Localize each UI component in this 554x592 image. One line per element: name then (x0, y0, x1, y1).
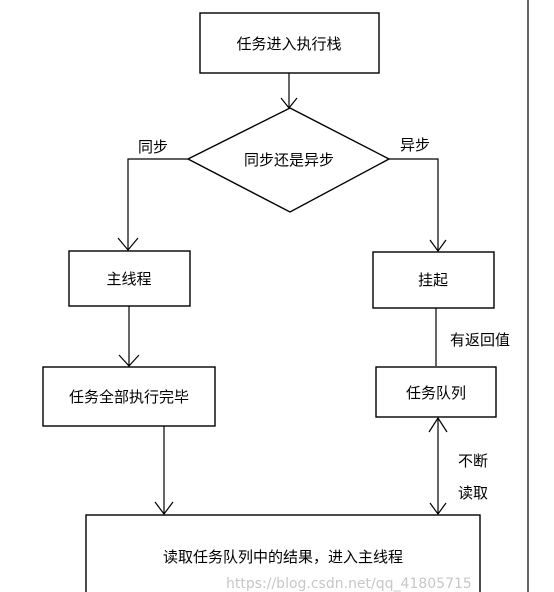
arrowhead-main-thread (117, 237, 139, 251)
async-label: 异步 (400, 136, 430, 154)
edge-sync (127, 158, 188, 249)
keep-reading-label-1: 不断 (458, 452, 488, 470)
arrowhead-all-done (118, 354, 140, 367)
sync-label: 同步 (138, 138, 168, 156)
decision-node (186, 107, 391, 213)
decision-node-label: 同步还是异步 (244, 151, 334, 169)
task-queue-node-label: 任务队列 (406, 384, 466, 402)
start-node-label: 任务进入执行栈 (236, 35, 341, 53)
edge-async (389, 158, 439, 250)
all-done-node-label: 任务全部执行完毕 (69, 388, 189, 406)
keep-reading-label-2: 读取 (458, 484, 488, 502)
watermark: https://blog.csdn.net/qq_41805715 (226, 576, 472, 592)
read-result-node-label: 读取任务队列中的结果，进入主线程 (163, 548, 403, 566)
suspend-node (372, 251, 495, 309)
read-result-node (85, 514, 481, 592)
arrowhead-queue-up (428, 416, 448, 433)
arrowhead-read-right (429, 502, 447, 516)
task-queue-node (375, 366, 497, 418)
arrowhead-read-left (154, 501, 174, 515)
has-return-label: 有返回值 (450, 331, 510, 349)
main-thread-node (68, 250, 191, 307)
suspend-node-label: 挂起 (418, 271, 448, 289)
all-done-node (42, 366, 216, 427)
arrowhead-suspend (429, 239, 447, 253)
main-thread-node-label: 主线程 (106, 270, 151, 288)
